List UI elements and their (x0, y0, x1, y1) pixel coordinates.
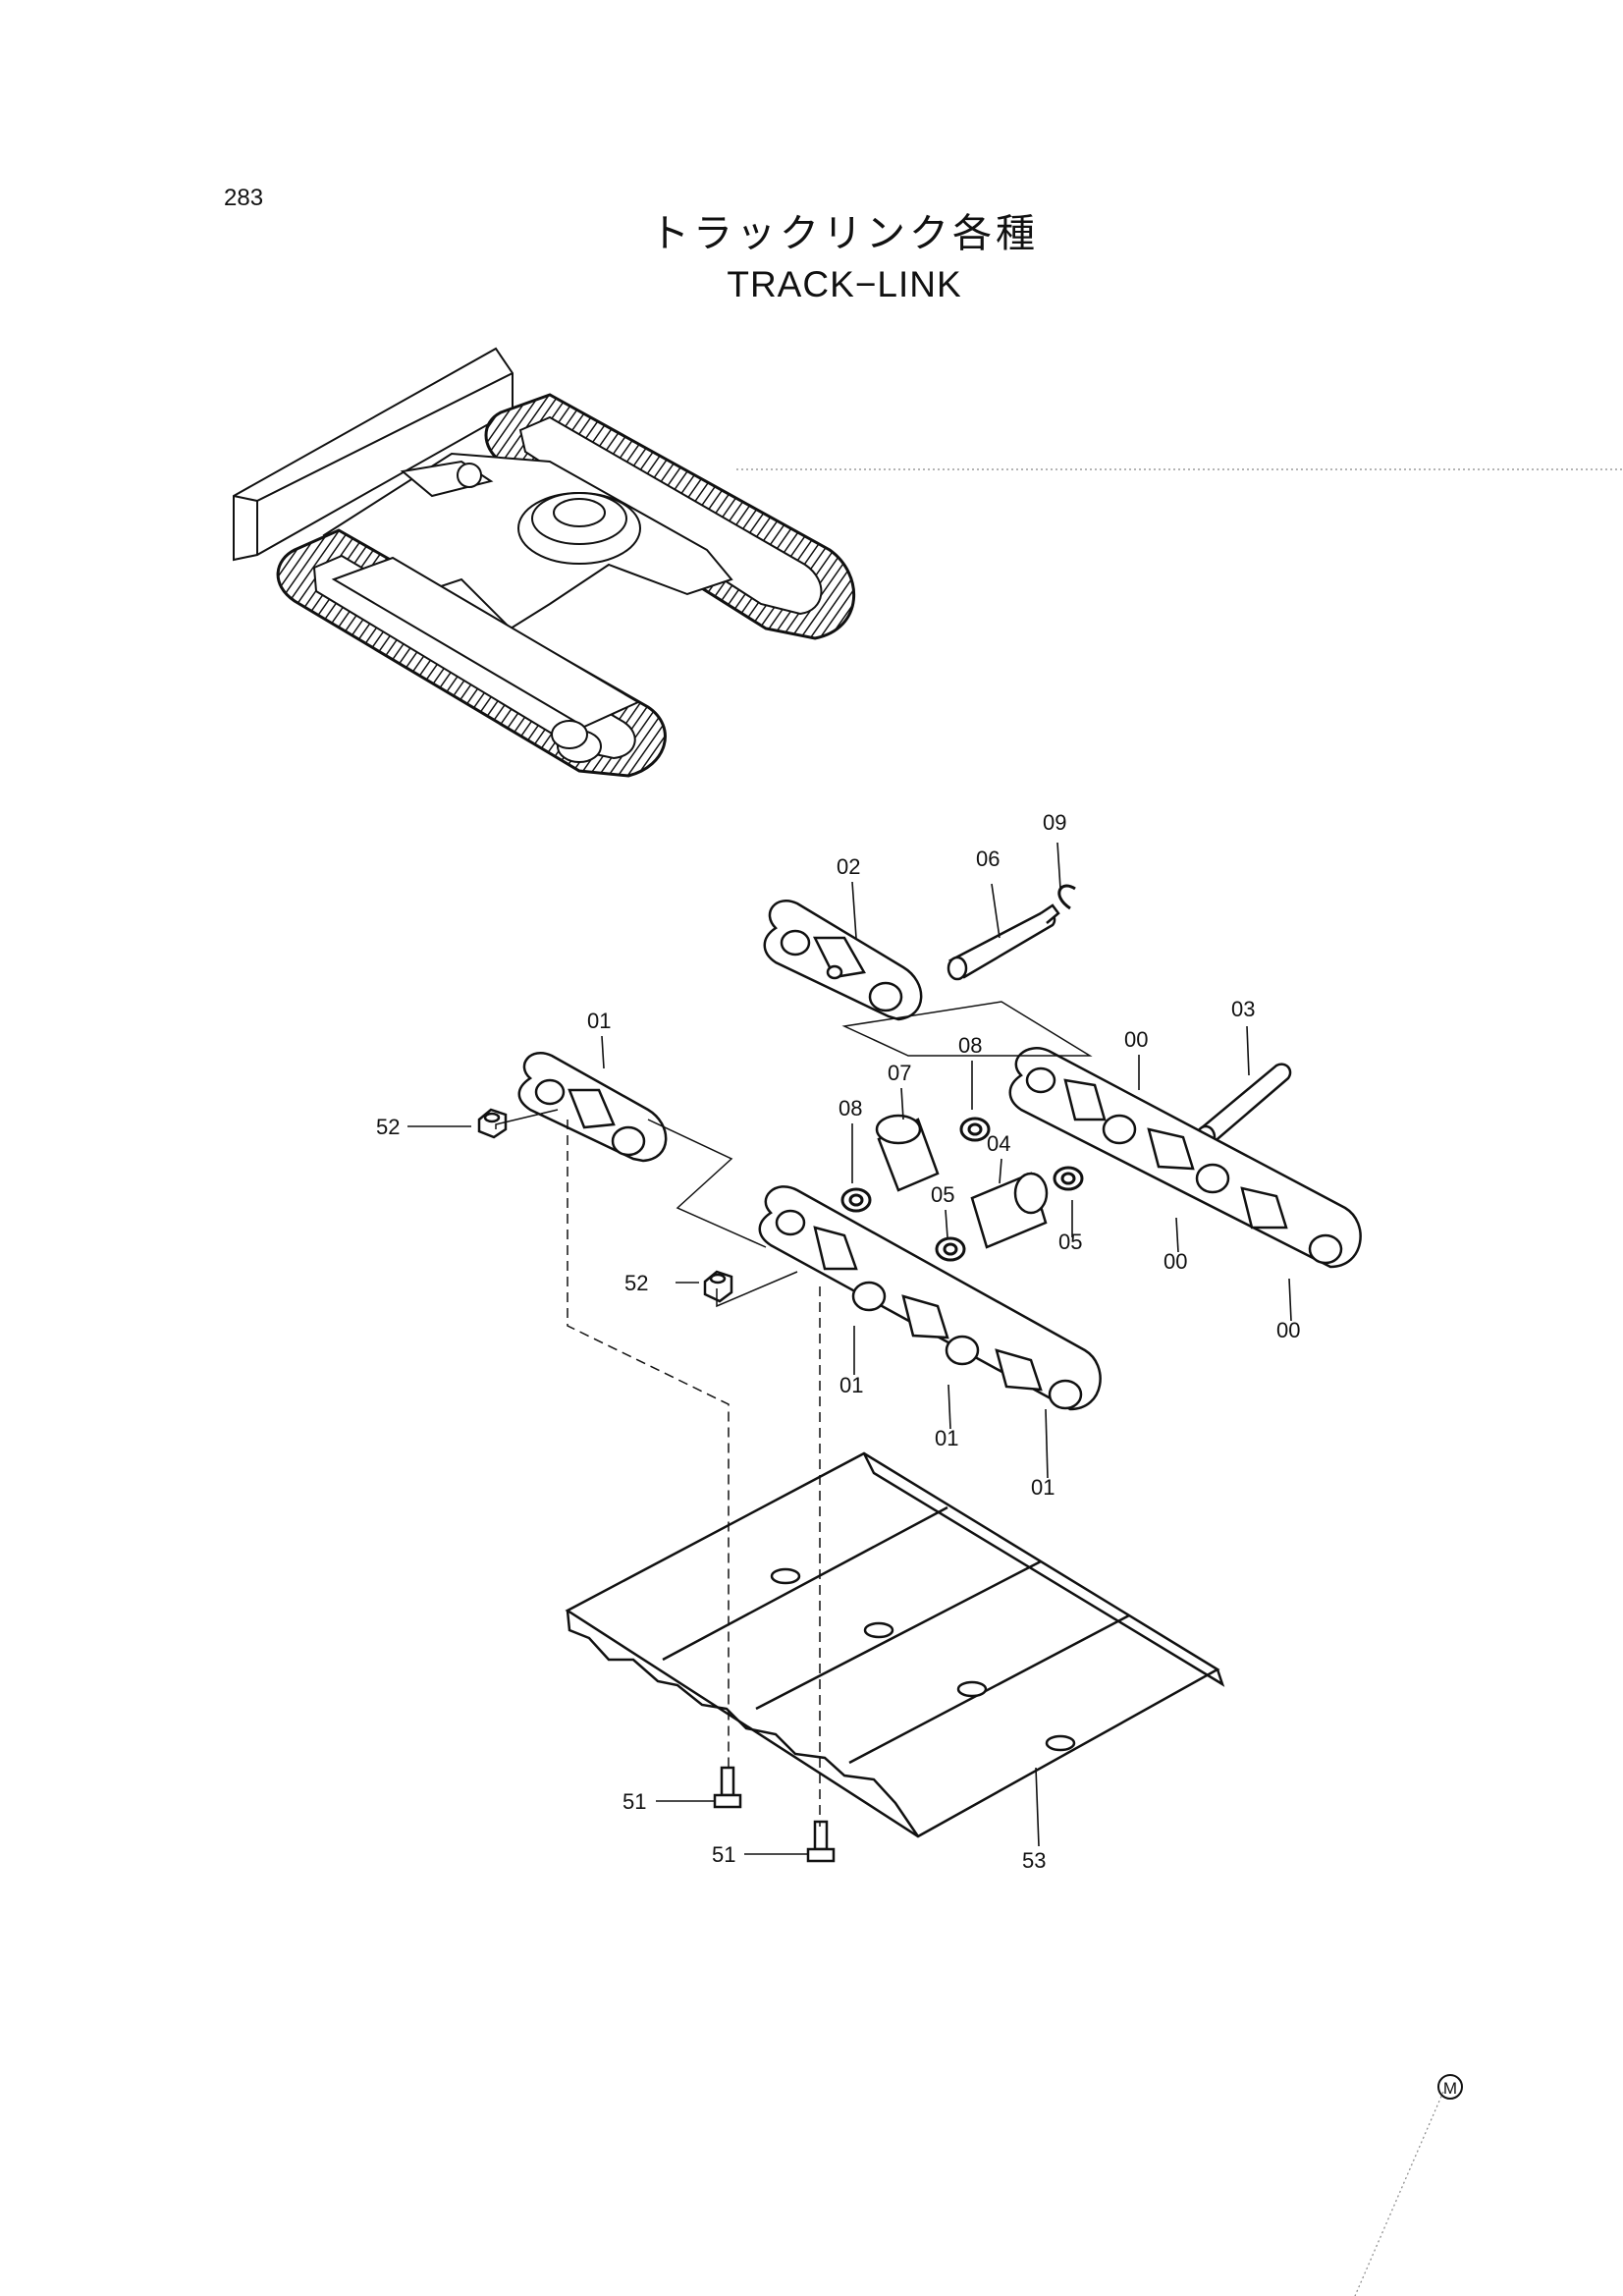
title-japanese: トラックリンク各種 (650, 211, 1039, 256)
callout-00-top: 00 (1124, 1027, 1148, 1052)
callout-00-mid: 00 (1163, 1249, 1187, 1274)
callout-07: 07 (888, 1061, 911, 1085)
bushing-07-drawing (875, 1114, 940, 1192)
link-01-upper-drawing (517, 1052, 668, 1163)
link-02-drawing (763, 900, 923, 1021)
callout-01-top: 01 (587, 1009, 611, 1033)
leader-lines (407, 842, 1292, 1855)
callout-05-left: 05 (931, 1182, 954, 1207)
callout-52-top: 52 (376, 1115, 400, 1139)
callout-labels: 09 06 02 03 01 00 08 07 08 04 05 05 52 5… (376, 810, 1300, 1873)
m-marker: M (1437, 2074, 1463, 2100)
callout-51-a: 51 (622, 1789, 646, 1814)
washers-drawing (840, 1117, 1084, 1262)
nut-52-upper-drawing (477, 1108, 508, 1139)
callout-51-b: 51 (712, 1842, 735, 1867)
page-number: 283 (224, 185, 264, 211)
link-chain-01-drawing (758, 1185, 1102, 1411)
callout-01-b: 01 (935, 1426, 958, 1450)
callout-02: 02 (837, 854, 860, 879)
callout-09: 09 (1043, 810, 1066, 835)
callout-01-a: 01 (839, 1373, 863, 1397)
nut-52-middle-drawing (703, 1270, 733, 1303)
bushing-04-drawing (970, 1172, 1049, 1249)
marker-dotted-line (1354, 2091, 1444, 2296)
assembly-lines (495, 1001, 1093, 1827)
snap-ring-09-drawing (1057, 884, 1076, 910)
undercarriage-illustration (233, 347, 856, 778)
callout-03: 03 (1231, 997, 1255, 1021)
callout-52-mid: 52 (624, 1271, 648, 1295)
callout-04: 04 (987, 1131, 1010, 1156)
callout-53: 53 (1022, 1848, 1046, 1873)
pin-06-drawing (947, 903, 1060, 981)
page-title: トラックリンク各種 TRACK−LINK (609, 201, 1080, 305)
callout-05-right: 05 (1058, 1230, 1082, 1254)
callout-08-left: 08 (839, 1096, 862, 1121)
link-chain-00-drawing (1008, 1047, 1362, 1269)
callout-00-bottom: 00 (1276, 1318, 1300, 1342)
track-shoe-53-drawing (565, 1451, 1225, 1838)
callout-08-right: 08 (958, 1033, 982, 1058)
callout-01-c: 01 (1031, 1475, 1055, 1500)
bolt-51-upper-drawing (713, 1766, 742, 1809)
bolt-51-lower-drawing (806, 1820, 836, 1863)
callout-06: 06 (976, 847, 1000, 871)
title-english: TRACK−LINK (727, 264, 962, 304)
